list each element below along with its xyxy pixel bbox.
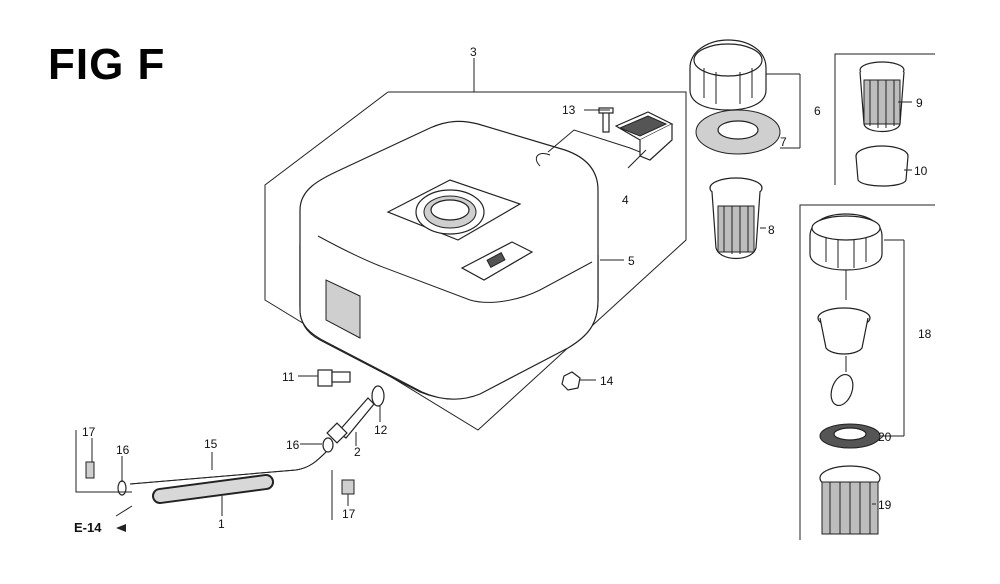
callout-9: 9 [916,96,923,110]
cap-gasket [695,109,781,155]
callout-20: 20 [878,430,892,444]
reference-label: E-14 [74,520,102,535]
fuel-joint [326,397,375,444]
drain-bolt [317,369,351,387]
cap-assembly-outline [799,204,935,540]
tank-strainer [819,465,881,535]
fuel-tank [299,120,599,400]
callout-1: 1 [218,517,225,531]
callout-15: 15 [204,437,218,451]
callout-17-lower: 17 [342,507,356,521]
callout-17-left: 17 [82,425,96,439]
hose-clamp-left [85,461,95,479]
callout-2: 2 [354,445,361,459]
filler-cap-assembly [809,213,883,407]
fuel-gauge [535,111,674,167]
fuel-filler-cap [689,39,767,111]
hose-clip-upper [322,437,334,453]
gauge-screw [598,107,614,133]
reference-arrow [116,524,126,532]
callout-3: 3 [470,45,477,59]
callout-7: 7 [780,135,787,149]
hose-clip-left [117,480,127,496]
callout-12: 12 [374,423,388,437]
nut [561,371,581,391]
callout-16-upper: 16 [286,438,300,452]
fuel-tube [129,451,327,485]
callout-11: 11 [282,370,295,384]
fuel-strainer [709,177,763,260]
callout-18: 18 [918,327,932,341]
callout-6: 6 [814,104,821,118]
strainer-basket [859,61,905,133]
callout-14: 14 [600,374,614,388]
callout-4: 4 [622,193,629,207]
hose-clamp-lower [341,479,355,495]
figure-title: FIG F [48,40,166,89]
callout-16-left: 16 [116,443,130,457]
tank-group-outline [264,91,687,431]
callout-10: 10 [914,164,928,178]
strainer-group-outline [834,53,935,185]
callout-13: 13 [562,103,576,117]
washer [371,385,385,407]
callout-5: 5 [628,254,635,268]
callout-19: 19 [878,498,892,512]
callout-8: 8 [768,223,775,237]
tube [152,474,274,504]
cap-seal [819,423,881,449]
strainer-ring [855,145,909,187]
